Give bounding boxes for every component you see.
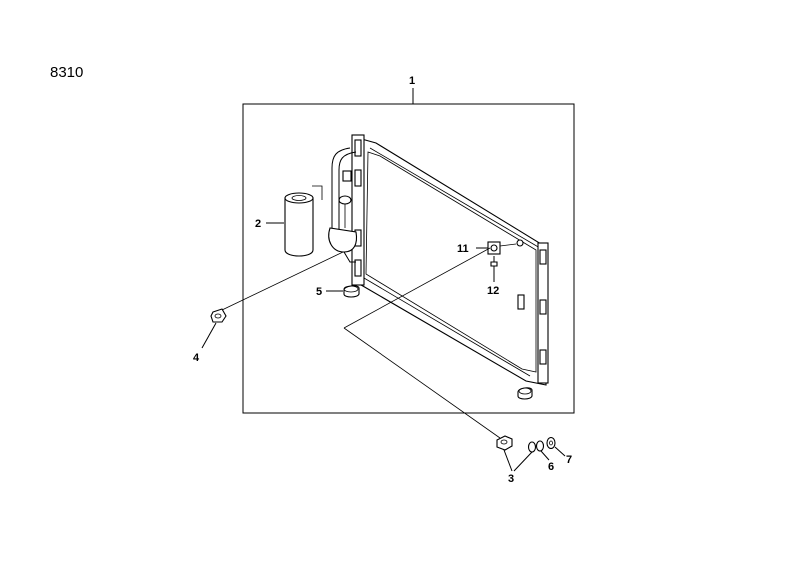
grommet-part-5: [343, 285, 360, 298]
nut-part-3: [496, 435, 513, 451]
callout-3: 3: [508, 473, 514, 485]
callout-5: 5: [316, 286, 322, 298]
assembly-leader-3: [343, 327, 501, 439]
callout-6: 6: [548, 461, 554, 473]
callout-3-leader-b: [513, 451, 533, 472]
callout-1: 1: [409, 75, 415, 87]
callout-6-leader: [540, 450, 550, 461]
callout-7-leader: [554, 446, 566, 457]
callout-7: 7: [566, 454, 572, 466]
condenser: [328, 134, 549, 386]
callout-12: 12: [487, 285, 499, 297]
assembly-leader-4: [221, 251, 344, 311]
grommet-lower: [517, 387, 533, 400]
callout-4: 4: [193, 352, 200, 364]
diagram-code: 8310: [50, 64, 83, 81]
callout-11: 11: [457, 243, 469, 255]
callout-4-leader: [201, 322, 217, 349]
assembly-frame: [242, 103, 575, 414]
receiver-drier: [284, 185, 323, 257]
callout-3-leader: [503, 449, 513, 472]
washer-part-6: [527, 440, 545, 453]
nut-part-4: [210, 308, 227, 323]
washer-part-7: [546, 436, 556, 450]
callout-2: 2: [255, 218, 261, 230]
bolt-part-12: [490, 261, 498, 267]
assembly-leader-bracket: [343, 247, 491, 329]
